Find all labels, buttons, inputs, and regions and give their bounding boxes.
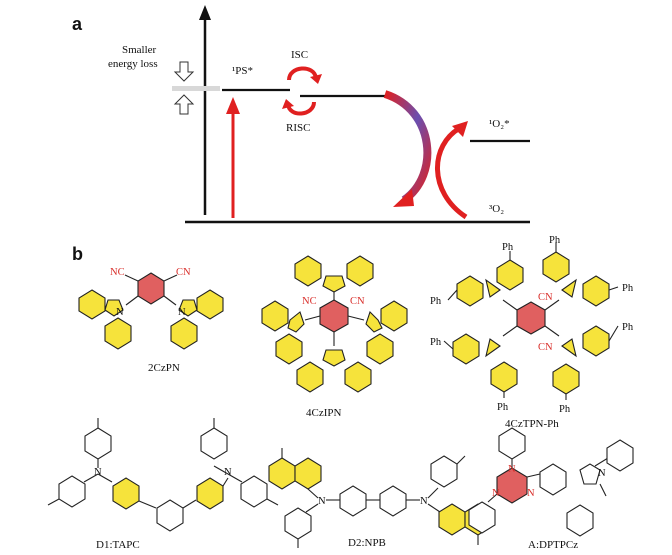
4cztpn-ph-7: Ph bbox=[497, 402, 509, 413]
molecule-label-npb: D2:NPB bbox=[348, 537, 386, 549]
molecule-4czipn bbox=[261, 255, 408, 393]
molecule-label-tapc: D1:TAPC bbox=[96, 539, 140, 551]
tapc-n-left: N bbox=[94, 467, 102, 478]
energy-loss-label-1: Smaller bbox=[122, 44, 157, 56]
energy-loss-label-2: energy loss bbox=[108, 58, 158, 70]
4cztpn-cn-bottom: CN bbox=[538, 342, 553, 353]
2czpn-n-left: N bbox=[116, 307, 124, 318]
panel-b-label: b bbox=[72, 244, 83, 264]
4czipn-nc-label: NC bbox=[302, 296, 317, 307]
molecule-2czpn bbox=[78, 272, 224, 350]
excitation-arrowhead bbox=[226, 97, 240, 114]
o2-excitation-arrow bbox=[435, 121, 468, 220]
energy-transfer-arrow bbox=[383, 90, 432, 207]
isc-risc-cycle-icon bbox=[282, 66, 322, 116]
2czpn-n-right: N bbox=[178, 307, 186, 318]
molecule-npb bbox=[268, 448, 492, 548]
singlet-o2-label: ¹O₂* bbox=[489, 118, 510, 130]
panel-a-label: a bbox=[72, 14, 83, 34]
isc-label: ISC bbox=[291, 49, 308, 61]
molecule-4cztpn-ph bbox=[443, 243, 619, 400]
molecule-label-4czipn: 4CzIPN bbox=[306, 407, 342, 419]
tapc-n-right: N bbox=[224, 467, 232, 478]
2czpn-carbazole-right-ring bbox=[178, 299, 198, 317]
2czpn-cn-label: CN bbox=[176, 267, 191, 278]
triplet-o2-label: ³O₂ bbox=[489, 203, 504, 215]
molecule-tapc bbox=[47, 418, 279, 532]
npb-n-right: N bbox=[420, 496, 428, 507]
dptpcz-n-2: N bbox=[527, 488, 535, 499]
2czpn-nc-label: NC bbox=[110, 267, 125, 278]
2czpn-acceptor-ring bbox=[137, 272, 165, 305]
molecule-label-4cztpn-ph: 4CzTPN-Ph bbox=[505, 418, 559, 430]
risc-label: RISC bbox=[286, 122, 310, 134]
4cztpn-ph-8: Ph bbox=[559, 404, 571, 415]
energy-axis-arrowhead bbox=[199, 5, 211, 20]
energy-loss-arrows-icon bbox=[173, 61, 195, 115]
4czipn-acceptor-ring bbox=[319, 299, 349, 333]
molecule-dptpcz bbox=[468, 427, 634, 537]
4cztpn-cn-top: CN bbox=[538, 292, 553, 303]
4cztpn-ph-3: Ph bbox=[622, 283, 634, 294]
4cztpn-ph-5: Ph bbox=[430, 337, 442, 348]
dptpcz-n-3: N bbox=[492, 488, 500, 499]
molecule-label-dptpcz: A:DPTPCz bbox=[528, 539, 578, 551]
dptpcz-n-carbazole: N bbox=[598, 468, 606, 479]
4cztpn-ph-4: Ph bbox=[430, 296, 442, 307]
molecule-label-2czpn: 2CzPN bbox=[148, 362, 180, 374]
dptpcz-n-1: N bbox=[508, 464, 516, 475]
4cztpn-ph-2: Ph bbox=[549, 235, 561, 246]
4czipn-cn-label: CN bbox=[350, 296, 365, 307]
singlet-ps-label: ¹PS* bbox=[232, 65, 253, 77]
4cztpn-acceptor-ring bbox=[516, 301, 546, 335]
npb-n-left: N bbox=[318, 496, 326, 507]
4cztpn-ph-6: Ph bbox=[622, 322, 634, 333]
4cztpn-ph-1: Ph bbox=[502, 242, 514, 253]
energy-loss-band bbox=[172, 86, 220, 91]
